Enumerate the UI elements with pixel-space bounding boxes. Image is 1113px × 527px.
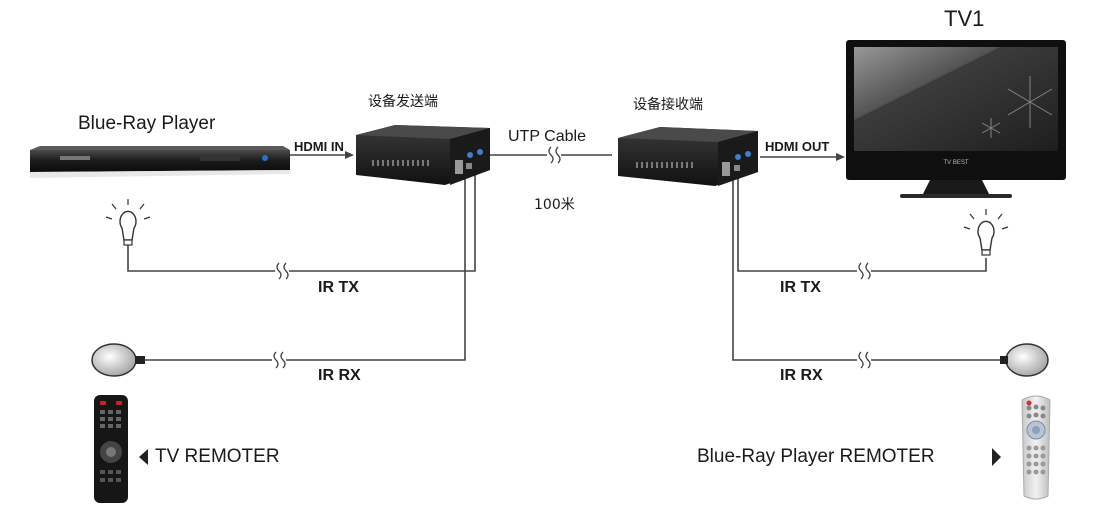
tv-icon: TV BEST: [846, 40, 1066, 198]
source-device-label: Blue-Ray Player: [78, 113, 216, 134]
blu-ray-player-icon: [30, 146, 290, 178]
tv-remote-label: TV REMOTER: [155, 446, 280, 467]
ir-emitter-left-icon: [105, 199, 151, 246]
receiver-box-icon: [618, 127, 758, 186]
cable-break-marks: [272, 146, 871, 369]
ir-receiver-left-icon: [91, 343, 145, 377]
hdmi-in-arrowhead: [345, 151, 354, 159]
ir-tx-left-line: [127, 170, 476, 272]
receiver-label: 设备接收端: [633, 97, 703, 113]
distance-label: 100米: [534, 197, 575, 213]
wiring: [127, 154, 1003, 361]
blu-ray-remote-icon: [1021, 395, 1051, 500]
display-device-label: TV1: [944, 6, 985, 31]
utp-cable-label: UTP Cable: [508, 128, 586, 145]
ir-receiver-right-icon: [1000, 343, 1049, 377]
tv-remote-icon: [94, 395, 128, 503]
tv-remote-pointer-icon: [139, 449, 148, 465]
blu-ray-remote-label: Blue-Ray Player REMOTER: [697, 446, 935, 467]
ir-rx-left-label: IR RX: [318, 367, 361, 384]
hdmi-out-label: HDMI OUT: [765, 139, 830, 154]
ir-tx-right-label: IR TX: [780, 279, 821, 296]
ir-rx-right-label: IR RX: [780, 367, 823, 384]
ir-rx-right-line: [732, 172, 1003, 361]
blu-ray-remote-pointer-icon: [992, 448, 1001, 466]
hdmi-out-arrowhead: [836, 153, 845, 161]
transmitter-box-icon: [356, 125, 490, 185]
ir-emitter-right-icon: [963, 209, 1009, 256]
tv-brand-logo: TV BEST: [943, 160, 968, 166]
ir-rx-left-line: [145, 170, 466, 361]
hdmi-in-label: HDMI IN: [294, 139, 344, 154]
transmitter-label: 设备发送端: [368, 94, 438, 110]
ir-tx-left-label: IR TX: [318, 279, 359, 296]
